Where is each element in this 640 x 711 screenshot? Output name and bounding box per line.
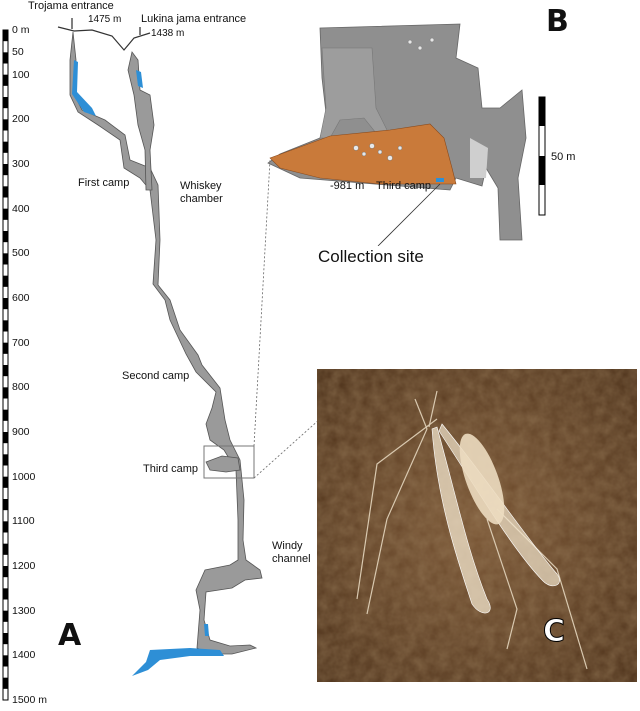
cave-shaft [69, 31, 263, 655]
windy-line2: channel [272, 553, 311, 565]
water-bottom [132, 648, 224, 676]
collection-marker [436, 178, 444, 182]
trojama-altitude: 1475 m [88, 14, 122, 25]
depth-scale-segment [3, 521, 8, 533]
panel-b-letter: B [546, 4, 569, 39]
depth-tick-label: 900 [12, 426, 30, 438]
depth-scale-segment [3, 499, 8, 511]
lukina-altitude: 1438 m [151, 28, 185, 39]
inset-scale-label: 50 m [551, 151, 576, 163]
depth-tick-label: 700 [12, 336, 30, 349]
third-camp-label: Third camp [143, 463, 199, 475]
depth-scale-segment [3, 454, 8, 466]
depth-scale-segment [3, 655, 8, 667]
depth-scale-segment [3, 342, 8, 354]
depth-tick-label: 1500 m [12, 694, 48, 706]
inset-chamber [267, 23, 527, 246]
insect-body [459, 433, 505, 525]
inset-boulders [353, 37, 435, 161]
depth-scale-segment [3, 432, 8, 444]
lukina-entrance-label: Lukina jama entrance [141, 13, 247, 25]
water-side [204, 624, 209, 636]
specimen-photo [317, 369, 637, 682]
depth-scale-segment [3, 543, 8, 555]
depth-scale-segment [3, 298, 8, 310]
depth-scale: 0 m 50 100 200 300 400 500 600 700 800 900 1000 1100… [0, 0, 60, 711]
depth-scale-segment [3, 97, 8, 109]
depth-scale-segment [3, 633, 8, 645]
collection-site-label: Collection site [318, 247, 424, 266]
cave-profile [57, 18, 330, 676]
depth-scale-segment [3, 566, 8, 578]
insect-wing-left [431, 426, 491, 614]
depth-tick-label: 800 [12, 381, 30, 394]
depth-scale-segment [3, 476, 8, 488]
depth-tick-label: 50 [12, 46, 24, 59]
depth-scale-segment [3, 253, 8, 265]
depth-tick-label: 600 [12, 292, 30, 304]
depth-scale-segment [3, 409, 8, 421]
depth-scale-segment [3, 588, 8, 600]
panel-c-letter: C [542, 614, 566, 650]
depth-tick-label: 1200 [12, 560, 36, 572]
trojama-entrance-label: Trojama entrance [28, 0, 114, 12]
first-camp-label: First camp [78, 177, 130, 189]
depth-scale-segment [3, 119, 8, 131]
depth-tick-label: 100 [12, 68, 30, 81]
inset-column [319, 47, 391, 139]
water-upper [72, 60, 96, 116]
depth-tick-label: 0 m [12, 24, 30, 36]
inset-depth-label: -981 m [330, 180, 365, 192]
depth-tick-label: 1400 [12, 649, 36, 662]
windy-line1: Windy [272, 540, 303, 552]
depth-scale-segment [3, 231, 8, 243]
depth-scale-segment [3, 387, 8, 399]
whiskey-line1: Whiskey [180, 180, 222, 192]
depth-scale-segment [3, 320, 8, 332]
depth-scale-segment [3, 208, 8, 220]
depth-scale-segment [3, 275, 8, 287]
second-camp-label: Second camp [122, 370, 190, 382]
depth-scale-segment [3, 365, 8, 377]
whiskey-chamber-label: Whiskey chamber [180, 180, 223, 206]
depth-scale-segment [3, 74, 8, 86]
depth-tick-label: 1000 [12, 470, 36, 483]
inset-scale-bar [538, 96, 546, 216]
depth-tick-label: 400 [12, 202, 30, 215]
water-lukina [136, 70, 143, 88]
depth-scale-segment [3, 164, 8, 176]
inset-third-camp-label: Third camp [376, 180, 432, 192]
panel-a-letter: A [58, 618, 82, 653]
cave-branch-lukina [127, 51, 155, 191]
zoom-box [203, 445, 255, 479]
depth-tick-label: 300 [12, 158, 30, 170]
surface-line [57, 26, 151, 51]
third-camp-chamber [205, 455, 241, 473]
whiskey-line2: chamber [180, 193, 223, 205]
windy-channel-label: Windy channel [272, 540, 311, 566]
depth-scale-segment [3, 141, 8, 153]
depth-scale-segment [3, 677, 8, 689]
depth-scale-segment [3, 186, 8, 198]
depth-scale-segment [3, 610, 8, 622]
depth-scale-segment [3, 52, 8, 64]
inset-light-area [470, 138, 488, 178]
depth-scale-bar [2, 29, 9, 701]
depth-tick-label: 200 [12, 113, 30, 126]
depth-tick-label: 1300 [12, 604, 36, 617]
depth-tick-label: 500 [12, 247, 30, 260]
depth-scale-segment [3, 30, 8, 42]
depth-tick-label: 1100 [12, 515, 35, 528]
